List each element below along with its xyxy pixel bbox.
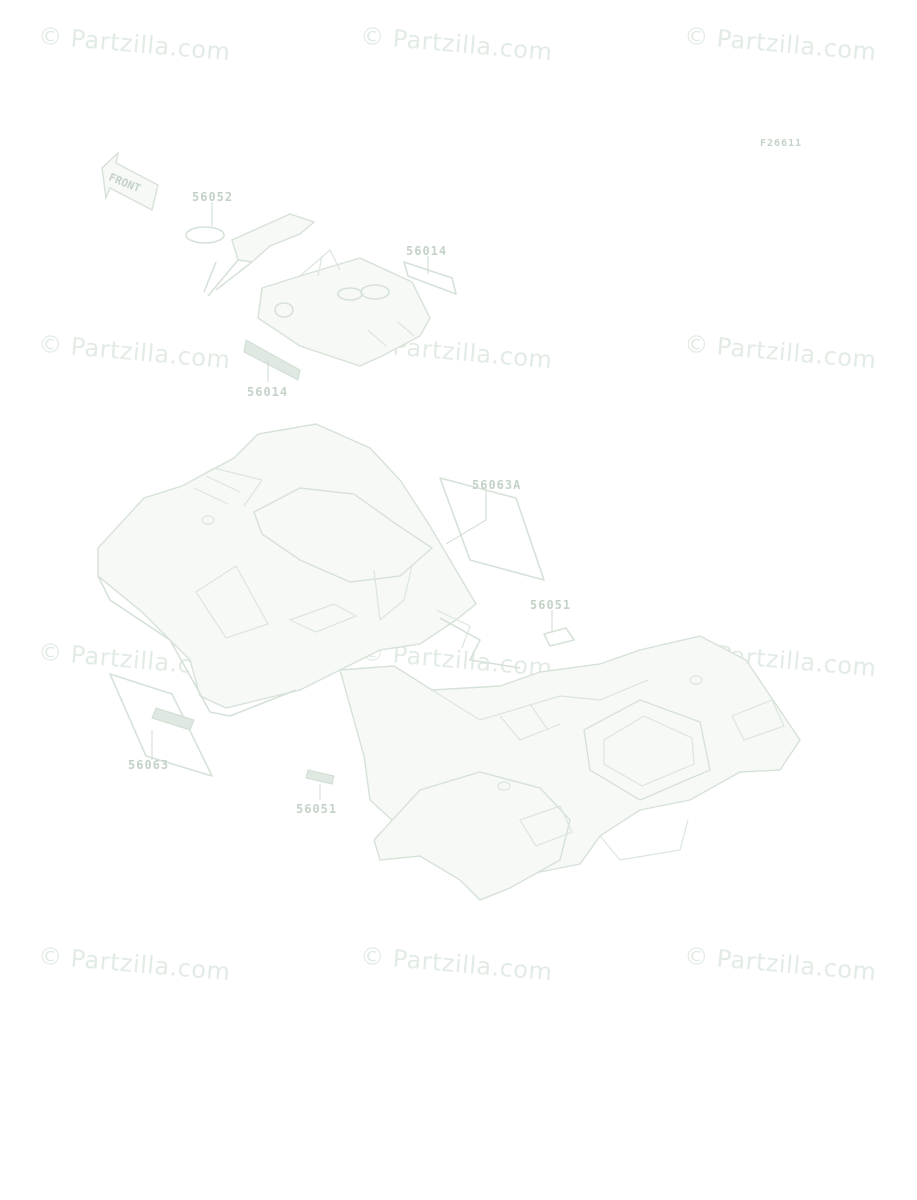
- callout-56014-bottom: 56014: [247, 385, 289, 399]
- decal-56063-emblem: [151, 707, 195, 731]
- decal-56014-bottom: [243, 339, 301, 381]
- figure-code: F26611: [760, 138, 803, 149]
- front-arrow: FRONT: [101, 150, 159, 212]
- decal-56051-bottom: [305, 769, 335, 785]
- rear-fender: [339, 617, 801, 901]
- decal-56063a: [439, 477, 545, 581]
- callout-56063a: 56063A: [472, 478, 522, 492]
- callout-56014-top: 56014: [406, 244, 448, 258]
- callout-56052: 56052: [192, 190, 234, 204]
- front-cover-part: [185, 213, 431, 367]
- callout-56051-right: 56051: [530, 598, 572, 612]
- fender-body: [97, 423, 477, 717]
- callout-56051-bottom: 56051: [296, 802, 338, 816]
- callout-56063: 56063: [128, 758, 170, 772]
- decal-56051-right: [543, 627, 575, 647]
- decal-56014-top: [403, 261, 457, 295]
- decal-56063: [109, 673, 213, 777]
